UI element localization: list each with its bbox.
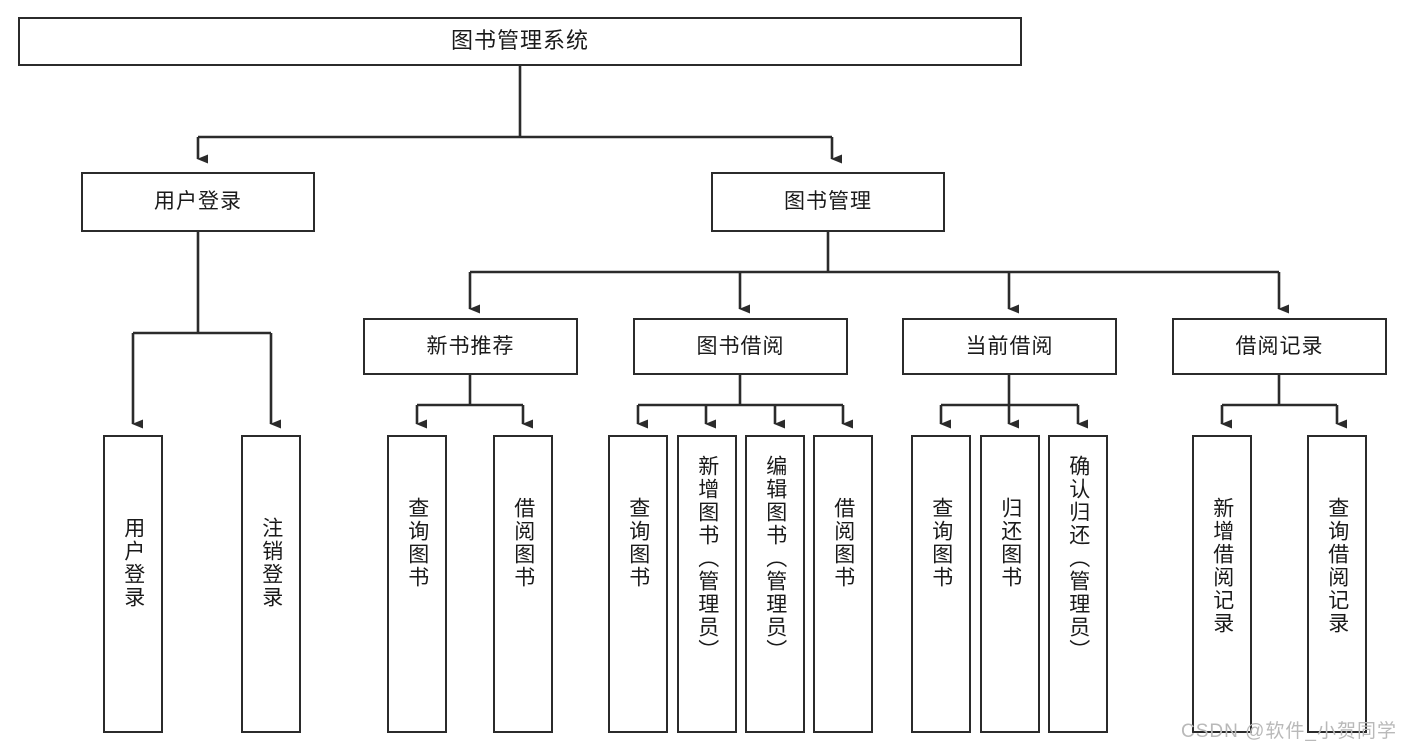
leaf-query-book-recommend[interactable]: 查询图书 [387,435,447,733]
node-current-borrow[interactable]: 当前借阅 [902,318,1117,375]
leaf-label: 归还图书 [998,497,1022,589]
node-label: 用户登录 [154,190,242,214]
node-label: 图书借阅 [696,334,785,358]
node-label: 当前借阅 [965,334,1054,358]
leaf-add-book-admin[interactable]: 新增图书（管理员） [677,435,737,733]
leaf-label: 查询图书 [626,497,650,589]
leaf-label: 确认归还（管理员） [1066,455,1090,662]
node-borrow-record[interactable]: 借阅记录 [1172,318,1387,375]
node-root-system[interactable]: 图书管理系统 [18,17,1022,66]
leaf-user-login[interactable]: 用户登录 [103,435,163,733]
leaf-label: 新增图书（管理员） [695,455,719,662]
leaf-query-book-current[interactable]: 查询图书 [911,435,971,733]
node-book-management[interactable]: 图书管理 [711,172,945,232]
node-book-borrow[interactable]: 图书借阅 [633,318,848,375]
leaf-confirm-return-admin[interactable]: 确认归还（管理员） [1048,435,1108,733]
leaf-label: 借阅图书 [831,497,855,589]
leaf-edit-book-admin[interactable]: 编辑图书（管理员） [745,435,805,733]
watermark: CSDN @软件_小贺同学 [1181,721,1397,742]
node-label: 借阅记录 [1235,334,1324,358]
leaf-label: 查询图书 [929,497,953,589]
leaf-query-book-borrow[interactable]: 查询图书 [608,435,668,733]
leaf-return-book[interactable]: 归还图书 [980,435,1040,733]
leaf-add-borrow-record[interactable]: 新增借阅记录 [1192,435,1252,733]
leaf-label: 新增借阅记录 [1210,497,1234,635]
node-label: 新书推荐 [426,334,515,358]
leaf-label: 编辑图书（管理员） [763,455,787,662]
leaf-label: 用户登录 [121,517,145,609]
leaf-label: 借阅图书 [511,497,535,589]
node-user-login[interactable]: 用户登录 [81,172,315,232]
node-new-book-recommend[interactable]: 新书推荐 [363,318,578,375]
leaf-logout[interactable]: 注销登录 [241,435,301,733]
leaf-label: 查询图书 [405,497,429,589]
leaf-borrow-book-recommend[interactable]: 借阅图书 [493,435,553,733]
node-label: 图书管理 [784,190,872,214]
leaf-label: 注销登录 [259,517,283,609]
leaf-borrow-book[interactable]: 借阅图书 [813,435,873,733]
leaf-query-borrow-record[interactable]: 查询借阅记录 [1307,435,1367,733]
node-label: 图书管理系统 [450,28,589,54]
leaf-label: 查询借阅记录 [1325,497,1349,635]
